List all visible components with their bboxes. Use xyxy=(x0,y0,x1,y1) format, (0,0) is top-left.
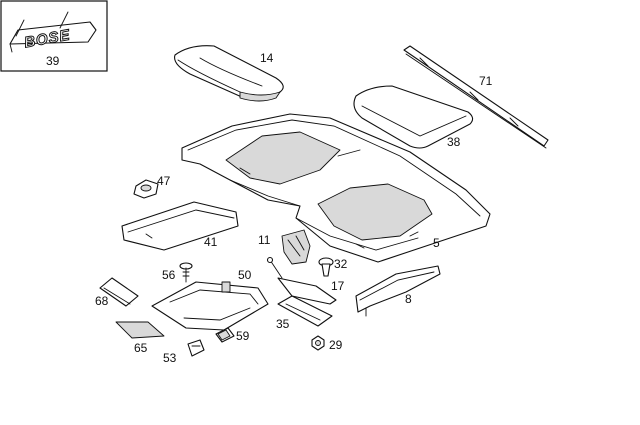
part-number-39: 39 xyxy=(46,54,60,68)
part-65-tray xyxy=(115,321,165,339)
part-50-console xyxy=(151,281,269,331)
badge-shape xyxy=(9,21,97,45)
part-number-56: 56 xyxy=(162,268,176,282)
part-32-screw xyxy=(318,257,334,277)
inset-bose-badge: BOSE 39 xyxy=(0,0,108,72)
part-17-rod xyxy=(266,256,337,305)
part-number-59: 59 xyxy=(236,329,250,343)
part-71-strip xyxy=(403,45,549,149)
part-29-nut xyxy=(311,335,325,351)
part-8-trim xyxy=(355,265,441,317)
part-number-68: 68 xyxy=(95,294,109,308)
part-14-panel xyxy=(174,45,284,102)
part-59-clip xyxy=(215,327,235,343)
part-53-clip xyxy=(187,339,205,357)
badge-pins xyxy=(9,11,69,53)
part-68-panel xyxy=(99,277,139,307)
part-number-47: 47 xyxy=(157,174,171,188)
part-number-71: 71 xyxy=(479,74,493,88)
part-number-65: 65 xyxy=(134,341,148,355)
part-number-35: 35 xyxy=(276,317,290,331)
part-41-cover xyxy=(121,201,239,251)
part-number-29: 29 xyxy=(329,338,343,352)
part-number-11: 11 xyxy=(258,233,271,247)
part-5-roof-liner xyxy=(181,113,491,263)
part-number-41: 41 xyxy=(204,235,218,249)
part-35-plate xyxy=(277,295,333,327)
part-number-5: 5 xyxy=(433,236,440,250)
part-number-50: 50 xyxy=(238,268,252,282)
part-number-53: 53 xyxy=(163,351,177,365)
part-56-screw xyxy=(179,262,193,283)
part-number-32: 32 xyxy=(334,257,348,271)
part-number-17: 17 xyxy=(331,279,345,293)
part-38-panel xyxy=(353,85,474,149)
part-number-8: 8 xyxy=(405,292,412,306)
part-number-14: 14 xyxy=(260,51,274,65)
part-47-clip xyxy=(133,179,159,199)
part-number-38: 38 xyxy=(447,135,461,149)
part-11-bracket xyxy=(281,229,311,265)
